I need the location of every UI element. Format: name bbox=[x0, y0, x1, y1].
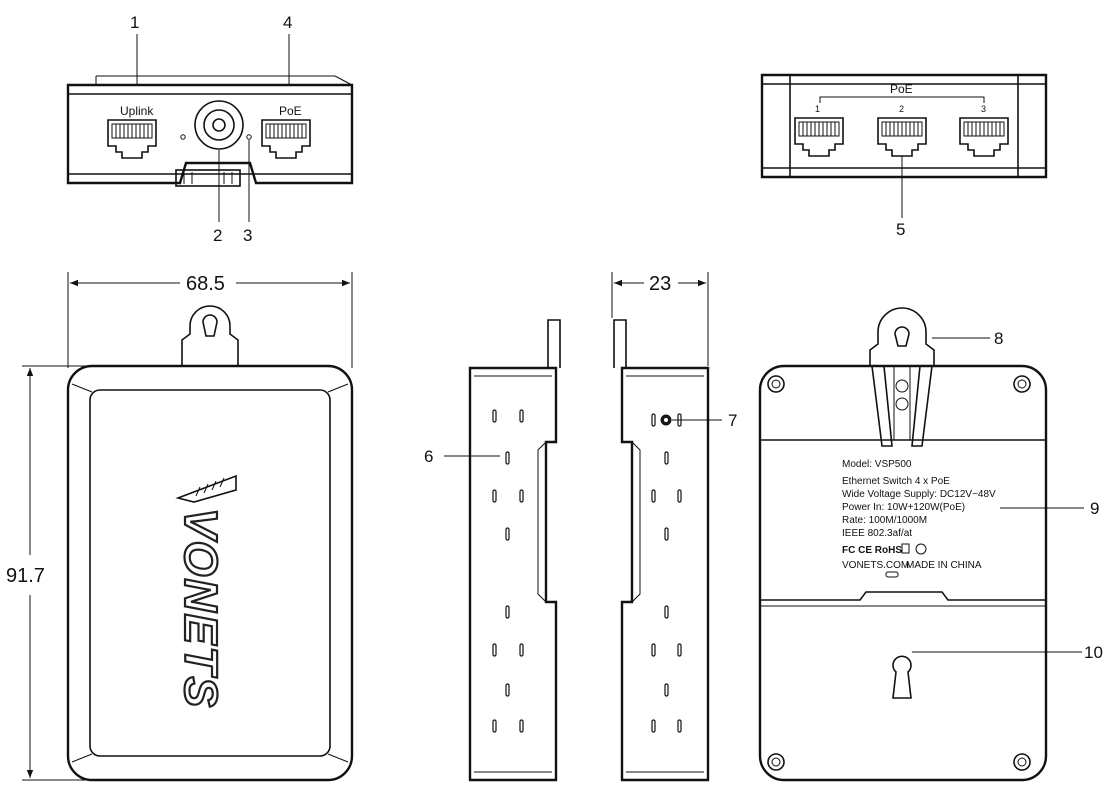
poe-group-label: PoE bbox=[890, 82, 913, 96]
keyhole-slot bbox=[892, 655, 912, 699]
port-label-2: 2 bbox=[899, 104, 904, 114]
label-switch: Ethernet Switch 4 x PoE bbox=[842, 476, 950, 487]
front-view: 1 4 Uplink PoE 2 3 bbox=[66, 13, 354, 245]
uplink-label: Uplink bbox=[120, 104, 154, 118]
callout-7: 7 bbox=[728, 411, 737, 430]
callout-6: 6 bbox=[424, 447, 433, 466]
callout-8: 8 bbox=[994, 329, 1003, 348]
poe-port-label: PoE bbox=[279, 104, 302, 118]
side-view-right: 23 7 bbox=[611, 272, 737, 782]
label-ieee: IEEE 802.3af/at bbox=[842, 528, 912, 539]
top-view: 68.5 91.7 VONETS bbox=[6, 272, 354, 782]
back-view: 8 Model: VSP500 Ethernet Switch 4 x PoE … bbox=[758, 307, 1103, 782]
label-certs: FC CE RoHS bbox=[842, 545, 902, 556]
weee-bin-icon bbox=[901, 543, 910, 554]
callout-2: 2 bbox=[213, 226, 222, 245]
label-made: MADE IN CHINA bbox=[906, 560, 982, 571]
led-indicator-right bbox=[246, 134, 252, 140]
callout-3: 3 bbox=[243, 226, 252, 245]
screw-holes bbox=[767, 375, 1031, 771]
vonets-logo: VONETS bbox=[174, 474, 237, 710]
dimension-width: 68.5 bbox=[186, 273, 225, 295]
side-view-left: 6 bbox=[424, 319, 561, 782]
label-brand: VONETS.COM bbox=[842, 560, 909, 571]
dc-jack bbox=[194, 100, 244, 150]
callout-5: 5 bbox=[896, 220, 905, 239]
port-label-3: 3 bbox=[981, 104, 986, 114]
callout-4: 4 bbox=[283, 13, 292, 32]
label-power: Power In: 10W+120W(PoE) bbox=[842, 502, 965, 513]
led-indicator-left bbox=[180, 134, 186, 140]
callout-9: 9 bbox=[1090, 499, 1099, 518]
label-rate: Rate: 100M/1000M bbox=[842, 515, 927, 526]
svg-text:VONETS: VONETS bbox=[175, 508, 227, 709]
dimension-height: 91.7 bbox=[6, 565, 45, 587]
label-voltage: Wide Voltage Supply: DC12V~48V bbox=[842, 489, 996, 500]
port-label-1: 1 bbox=[815, 104, 820, 114]
label-model: Model: VSP500 bbox=[842, 459, 912, 470]
callout-10: 10 bbox=[1084, 643, 1103, 662]
dimension-depth: 23 bbox=[649, 273, 671, 295]
product-label: Model: VSP500 Ethernet Switch 4 x PoE Wi… bbox=[842, 459, 996, 578]
rear-view: PoE 1 2 3 5 bbox=[760, 73, 1048, 239]
warning-icon bbox=[915, 543, 927, 555]
callout-1: 1 bbox=[130, 13, 139, 32]
